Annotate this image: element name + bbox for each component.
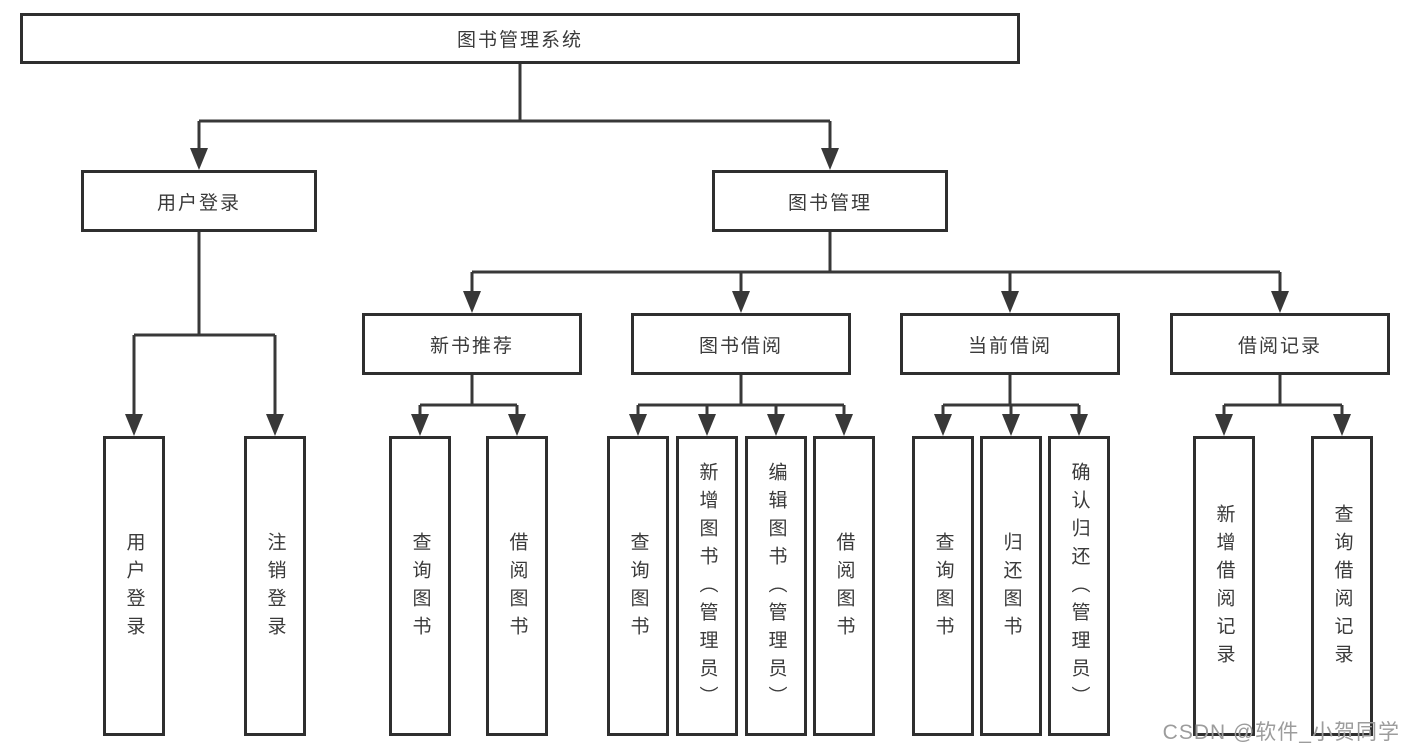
leaf-borrow-books-borrowing: 借阅图书 (813, 436, 875, 736)
arrowhead (821, 148, 839, 170)
node-borrow-records: 借阅记录 (1170, 313, 1390, 375)
leaf-edit-book-admin: 编辑图书（管理员） (745, 436, 807, 736)
leaf-query-books-current: 查询图书 (912, 436, 974, 736)
connector-current-borrowing-to-leaves (934, 375, 1088, 436)
leaf-logout: 注销登录 (244, 436, 306, 736)
leaf-confirm-return-admin: 确认归还（管理员） (1048, 436, 1110, 736)
arrowhead (1215, 414, 1233, 436)
arrowhead (463, 291, 481, 313)
arrowhead (835, 414, 853, 436)
arrowhead (732, 291, 750, 313)
connector-book-borrowing-to-leaves (629, 375, 853, 436)
leaf-query-borrow-record: 查询借阅记录 (1311, 436, 1373, 736)
leaf-borrow-books-recommend: 借阅图书 (486, 436, 548, 736)
arrowhead (767, 414, 785, 436)
connector-root-to-level2 (190, 64, 839, 170)
leaf-return-books: 归还图书 (980, 436, 1042, 736)
arrowhead (698, 414, 716, 436)
leaf-user-login: 用户登录 (103, 436, 165, 736)
arrowhead (1002, 414, 1020, 436)
node-root: 图书管理系统 (20, 13, 1020, 64)
arrowhead (411, 414, 429, 436)
node-book-borrowing: 图书借阅 (631, 313, 851, 375)
arrowhead (190, 148, 208, 170)
leaf-query-books-borrowing: 查询图书 (607, 436, 669, 736)
leaf-add-borrow-record: 新增借阅记录 (1193, 436, 1255, 736)
node-current-borrowing: 当前借阅 (900, 313, 1120, 375)
watermark: CSDN @软件_小贺同学 (1162, 721, 1400, 744)
arrowhead (1271, 291, 1289, 313)
leaf-add-book-admin: 新增图书（管理员） (676, 436, 738, 736)
connector-book-management-to-level3 (463, 232, 1289, 313)
node-book-management: 图书管理 (712, 170, 948, 232)
arrowhead (1333, 414, 1351, 436)
connector-user-login-to-leaves (125, 232, 284, 436)
node-new-book-recommend: 新书推荐 (362, 313, 582, 375)
arrowhead (125, 414, 143, 436)
leaf-query-books-recommend: 查询图书 (389, 436, 451, 736)
arrowhead (508, 414, 526, 436)
arrowhead (266, 414, 284, 436)
node-user-login: 用户登录 (81, 170, 317, 232)
arrowhead (629, 414, 647, 436)
arrowhead (1070, 414, 1088, 436)
connector-new-book-recommend-to-leaves (411, 375, 526, 436)
arrowhead (1001, 291, 1019, 313)
arrowhead (934, 414, 952, 436)
connector-borrow-records-to-leaves (1215, 375, 1351, 436)
